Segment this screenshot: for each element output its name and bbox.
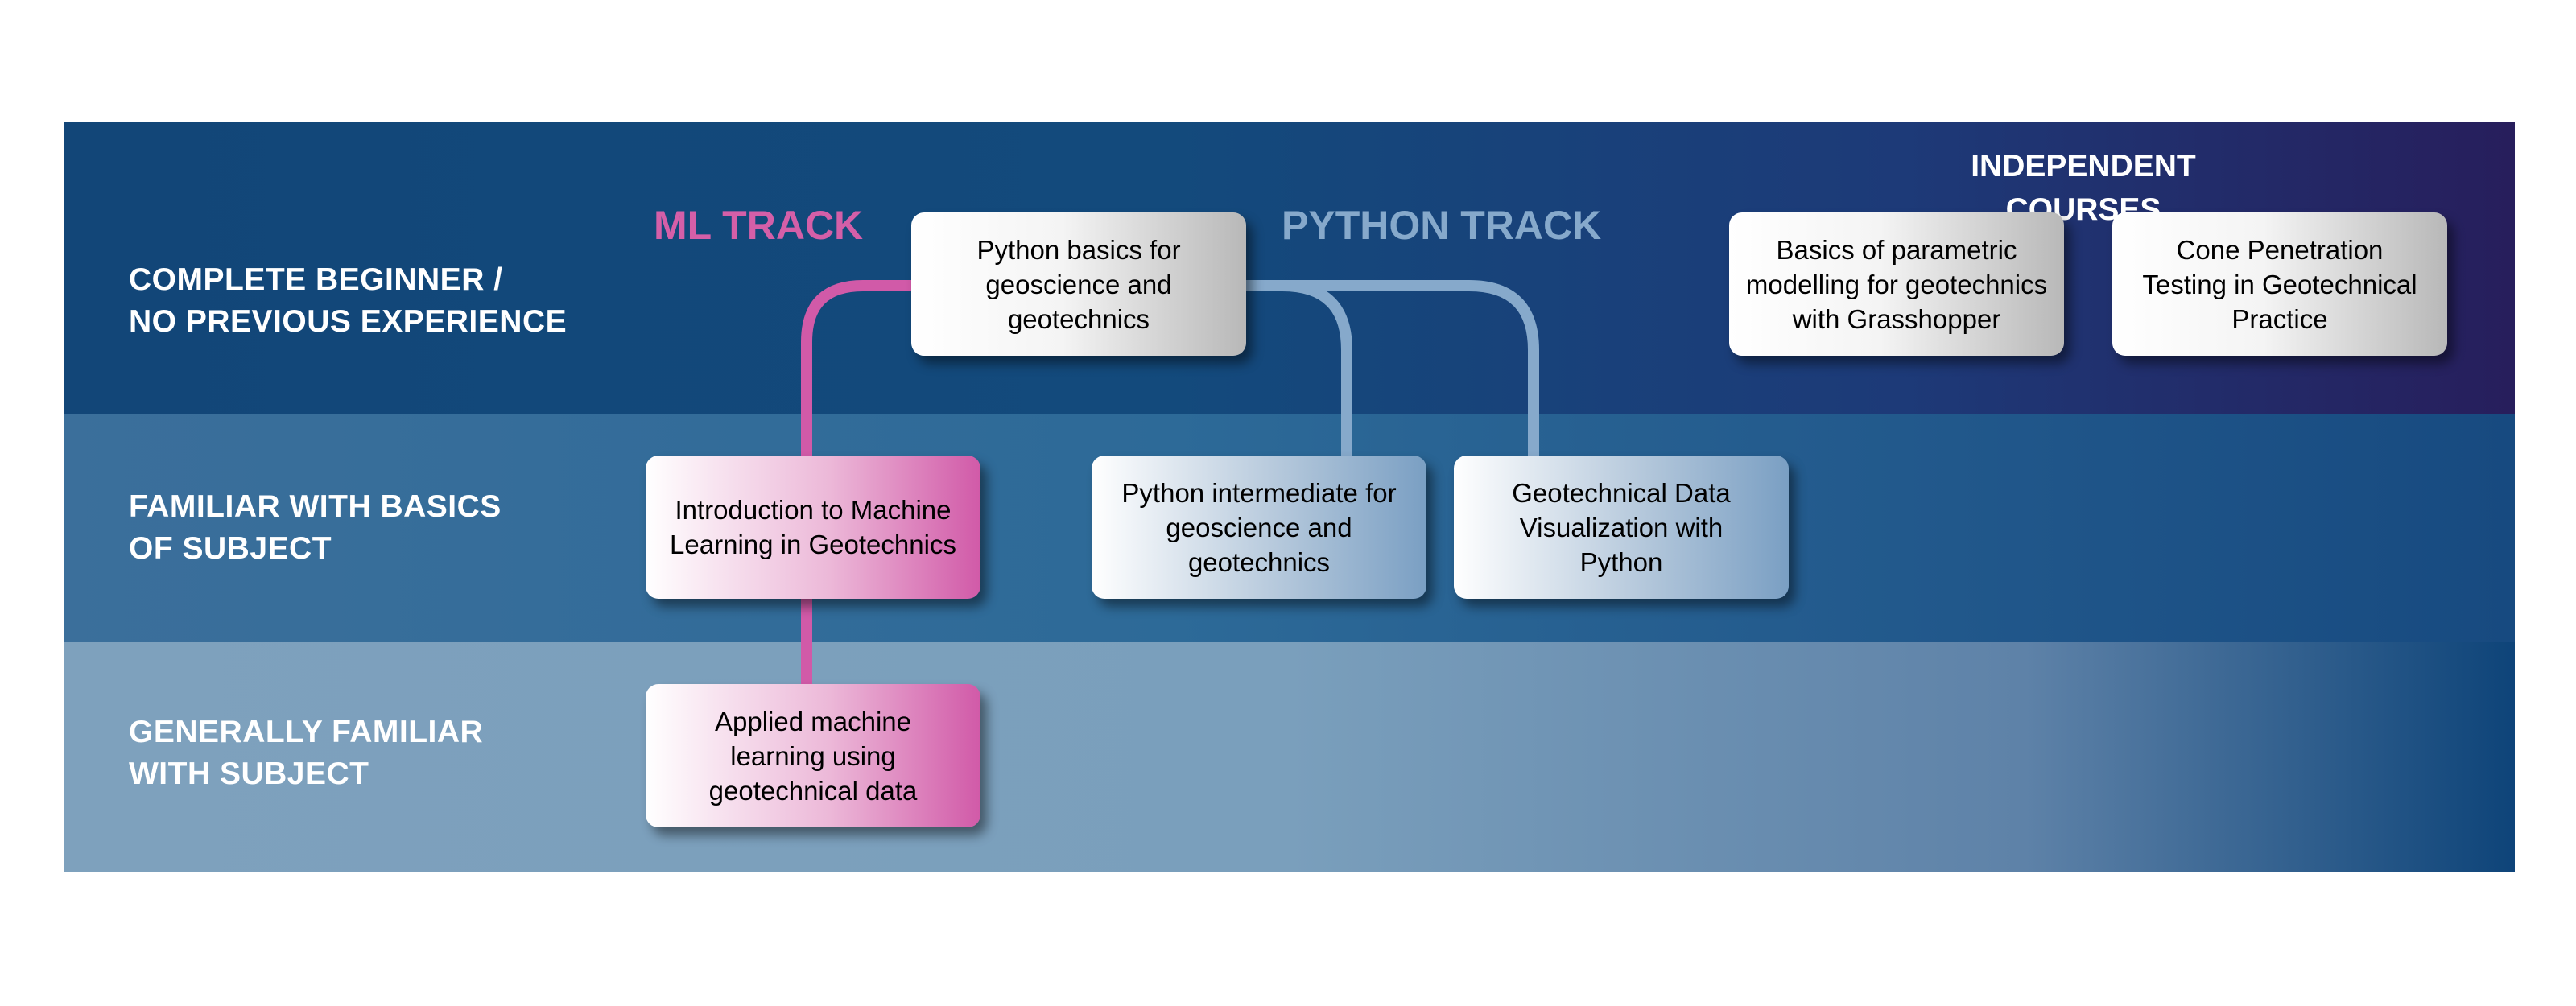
ml-track-title: ML TRACK [654, 203, 864, 248]
python-connector-intermediate [1245, 280, 1352, 460]
python-connector-dataviz [1245, 280, 1539, 460]
course-pathway-diagram: COMPLETE BEGINNER / NO PREVIOUS EXPERIEN… [64, 122, 2515, 872]
course-cone-penetration-testing[interactable]: Cone Penetration Testing in Geotechnical… [2112, 212, 2447, 356]
course-parametric-grasshopper[interactable]: Basics of parametric modelling for geote… [1729, 212, 2064, 356]
ml-connector-top [801, 280, 911, 460]
course-python-basics[interactable]: Python basics for geoscience and geotech… [911, 212, 1246, 356]
course-intro-machine-learning[interactable]: Introduction to Machine Learning in Geot… [646, 456, 980, 599]
level-label-basics: FAMILIAR WITH BASICS OF SUBJECT [129, 489, 502, 566]
band-complete-beginner [64, 122, 2515, 414]
course-applied-machine-learning[interactable]: Applied machine learning using geotechni… [646, 684, 980, 827]
band-generally-familiar [64, 642, 2515, 872]
course-geotechnical-data-visualization[interactable]: Geotechnical Data Visualization with Pyt… [1454, 456, 1789, 599]
connector-lines [801, 280, 1539, 689]
level-label-familiar: GENERALLY FAMILIAR WITH SUBJECT [129, 715, 484, 791]
level-label-beginner: COMPLETE BEGINNER / NO PREVIOUS EXPERIEN… [129, 262, 568, 339]
python-track-title: PYTHON TRACK [1282, 203, 1602, 248]
course-python-intermediate[interactable]: Python intermediate for geoscience and g… [1092, 456, 1426, 599]
